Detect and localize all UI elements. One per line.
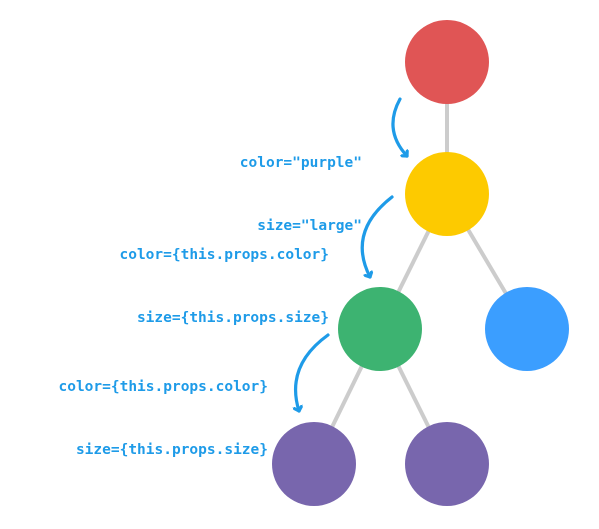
root-component-node — [405, 20, 489, 104]
props-arrow-3 — [296, 333, 330, 413]
props-arrow-1 — [391, 97, 407, 158]
props-annotation-3-size: size={this.props.size} — [75, 442, 268, 458]
props-annotation-1: color="purple" size="large" — [240, 111, 362, 258]
props-annotation-2: color={this.props.color} size={this.prop… — [119, 203, 329, 350]
parent-component-node — [405, 152, 489, 236]
props-annotation-3: color={this.props.color} size={this.prop… — [58, 335, 268, 482]
props-arrow-2 — [360, 195, 394, 279]
props-annotation-1-size: size="large" — [257, 218, 362, 234]
child-component-node-right — [485, 287, 569, 371]
props-annotation-3-color: color={this.props.color} — [58, 379, 268, 395]
grandchild-component-node-left — [272, 422, 356, 506]
prop-flow-arrows — [296, 97, 407, 413]
grandchild-component-node-right — [405, 422, 489, 506]
props-annotation-2-color: color={this.props.color} — [119, 247, 329, 263]
tree-nodes — [272, 20, 569, 506]
props-annotation-2-size: size={this.props.size} — [136, 310, 329, 326]
props-annotation-1-color: color="purple" — [239, 155, 362, 171]
child-component-node-left — [338, 287, 422, 371]
